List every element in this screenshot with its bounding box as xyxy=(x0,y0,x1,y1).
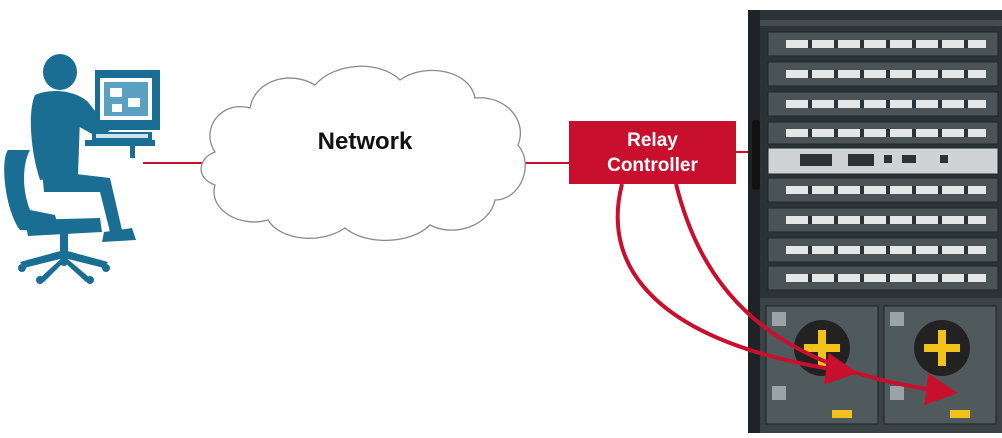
network-switch-chassis-icon xyxy=(748,10,1002,433)
relay-arrow-1 xyxy=(615,183,858,385)
relay-controller-box: Relay Controller xyxy=(569,121,736,184)
relay-controller-line2: Controller xyxy=(607,154,698,176)
network-cloud-icon xyxy=(200,65,526,242)
network-label: Network xyxy=(317,128,413,155)
user-at-workstation-icon xyxy=(4,54,160,284)
relay-controller-line1: Relay xyxy=(627,129,678,151)
relay-arrow-2 xyxy=(674,183,958,406)
